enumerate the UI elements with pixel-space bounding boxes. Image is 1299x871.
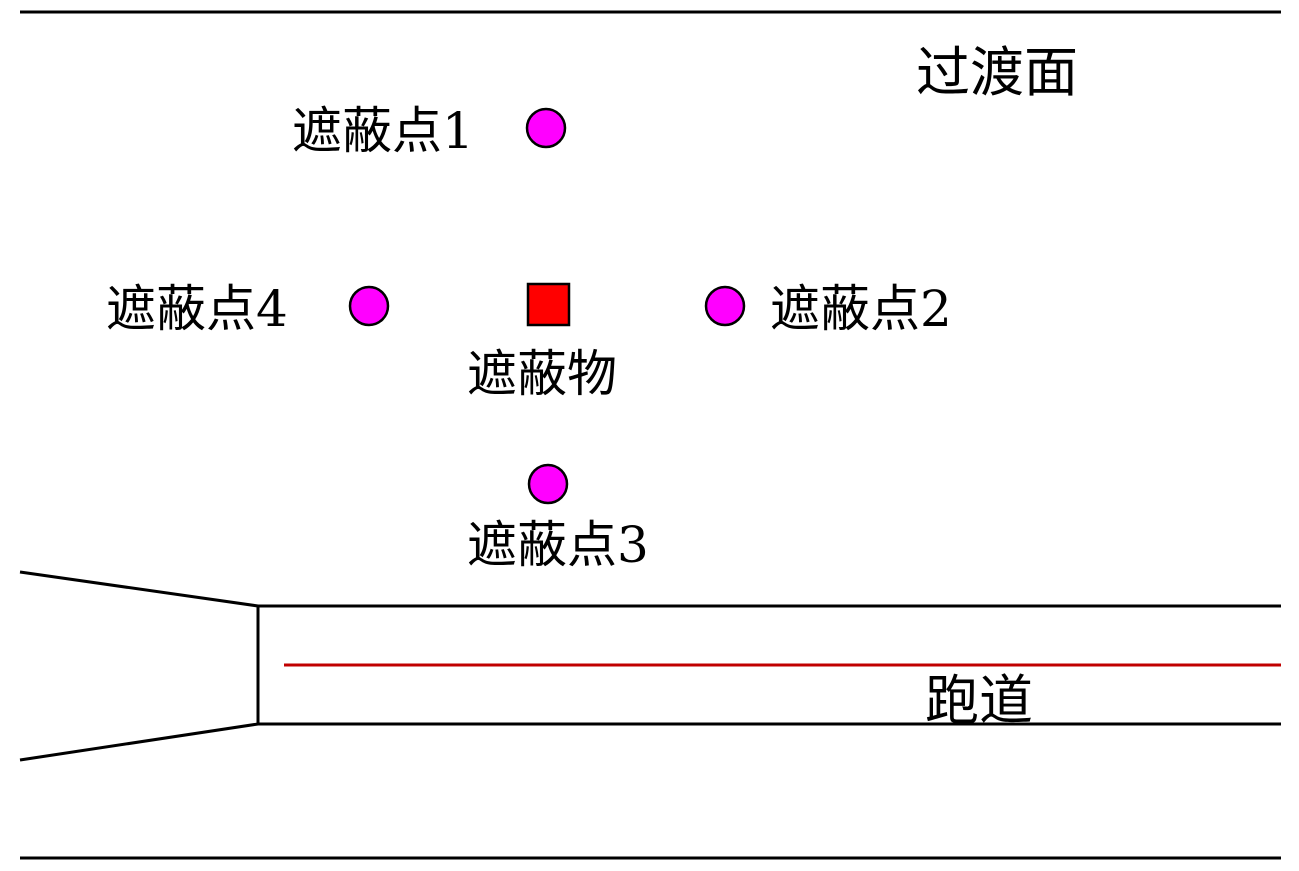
shadow-point-3-icon (527, 463, 569, 505)
obstacle-label: 遮蔽物 (467, 345, 617, 403)
shadow-point-4-icon (348, 285, 390, 327)
shadow-point-1-icon (525, 107, 567, 149)
runway (19, 570, 1281, 762)
shadow-point-1-label: 遮蔽点1 (292, 102, 474, 160)
shadow-point-2-label: 遮蔽点2 (770, 280, 952, 338)
shadow-point-3-label: 遮蔽点3 (467, 516, 649, 574)
approach-lower-edge (19, 722, 259, 762)
approach-upper-edge (19, 570, 259, 608)
obstacle-icon (526, 282, 571, 327)
transition-surface-label: 过渡面 (916, 41, 1078, 104)
shadow-point-2-icon (704, 285, 746, 327)
runway-label: 跑道 (925, 669, 1033, 732)
shadow-point-4-label: 遮蔽点4 (106, 280, 288, 338)
